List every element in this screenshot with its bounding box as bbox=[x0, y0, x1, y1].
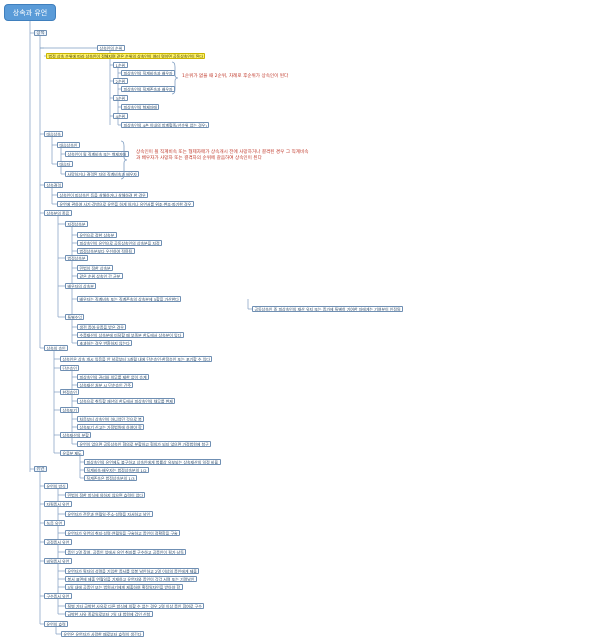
node-acceptance-f[interactable]: 유류분 제도 bbox=[60, 450, 85, 456]
node-share-spouse-b[interactable]: 공동상속인 중 피상속인의 재산 유지 또는 증가에 특별히 기여한 자에게는 … bbox=[252, 306, 404, 312]
node-will-notary[interactable]: 공정증서 유언 bbox=[44, 539, 72, 545]
node-acceptance-e1[interactable]: 유언이 없으면 공동상속인 협의로 분할하고 협의가 되지 않으면 가정법원에 … bbox=[77, 441, 212, 447]
node-will-form[interactable]: 유언의 방식 bbox=[44, 483, 69, 489]
node-share-designated-a[interactable]: 유언으로 정한 상속분 bbox=[77, 232, 117, 238]
node-acceptance-d2[interactable]: 상속포기 신고는 가정법원에 하여야 함 bbox=[77, 424, 145, 430]
node-inheritors[interactable]: 상속인의 순위 bbox=[97, 45, 125, 51]
node-share-spouse-a[interactable]: 배우자는 직계비속 또는 직계존속의 상속분에 5할을 가산한다 bbox=[77, 296, 182, 302]
node-share-spouse[interactable]: 배우자의 상속분 bbox=[65, 283, 97, 289]
rep-note: 상속인이 될 직계비속 또는 형제자매가 상속개시 전에 사망하거나 결격된 경… bbox=[136, 150, 309, 161]
node-share-designated[interactable]: 지정상속분 bbox=[65, 221, 88, 227]
node-acceptance-b2[interactable]: 상속재산 처분 시 단순승인 간주 bbox=[77, 382, 134, 388]
node-will-secret-c[interactable]: 5일 내에 공증인 또는 법원서기에게 제출하여 확정일자인을 받아야 함 bbox=[65, 584, 183, 590]
node-will-oral-b[interactable]: 급박한 사유 종료일로부터 7일 내 법원에 검인 신청 bbox=[65, 611, 153, 617]
node-share-designated-b[interactable]: 피상속인이 유언으로 공동상속인의 상속분을 지정 bbox=[77, 240, 163, 246]
node-acceptance-b[interactable]: 단순승인 bbox=[60, 365, 80, 371]
node-acceptance-e[interactable]: 상속재산의 분할 bbox=[60, 432, 92, 438]
node-will-recording[interactable]: 녹음 유언 bbox=[44, 520, 65, 526]
node-share-special-a[interactable]: 생전 증여·유증을 받은 경우 bbox=[77, 324, 127, 330]
node-rank4[interactable]: 4순위 bbox=[113, 113, 128, 119]
node-acceptance-b1[interactable]: 피상속인의 권리와 의무를 제한 없이 승계 bbox=[77, 374, 150, 380]
root-topic[interactable]: 상속과 유언 bbox=[4, 4, 56, 21]
node-will-oral-a[interactable]: 질병 기타 급박한 사유로 다른 방식에 의할 수 없는 경우 2명 이상 증인… bbox=[65, 603, 205, 609]
node-share-special[interactable]: 특별수익 bbox=[65, 314, 85, 320]
node-acceptance-f3[interactable]: 직계존속은 법정상속분의 1/3 bbox=[84, 475, 138, 481]
node-disqualification-b[interactable]: 유언에 관하여 사기·강박으로 유언을 하게 하거나 유언서를 위조·변조·파기… bbox=[57, 201, 194, 207]
node-share-special-c[interactable]: 초과하는 경우 반환하지 않는다 bbox=[77, 340, 133, 346]
node-will-form-a[interactable]: 민법이 정한 방식에 의하지 않으면 효력이 없다 bbox=[65, 492, 146, 498]
node-representation-b-desc[interactable]: 사망하거나 결격된 자의 직계비속과 배우자 bbox=[65, 171, 140, 177]
node-rank1-desc[interactable]: 피상속인의 직계비속과 배우자 bbox=[121, 70, 176, 76]
node-rank2-desc[interactable]: 피상속인의 직계존속과 배우자 bbox=[121, 86, 176, 92]
node-will-secret-b[interactable]: 봉서 표면에 제출 연월일을 기재하고 유언자와 증인이 각각 서명 또는 기명… bbox=[65, 576, 197, 582]
section-inheritance[interactable]: 상속 bbox=[34, 30, 47, 36]
rank-brace bbox=[171, 61, 179, 95]
node-will-secret-a[interactable]: 유언자가 필자의 성명을 기입한 증서를 엄봉 날인하고 2명 이상의 증인에게… bbox=[65, 568, 200, 574]
node-representation-b[interactable]: 대습자 bbox=[57, 161, 73, 167]
node-representation-a[interactable]: 대습상속인 bbox=[57, 142, 80, 148]
node-acceptance-d[interactable]: 상속포기 bbox=[60, 407, 80, 413]
node-acceptance-f2[interactable]: 직계비속·배우자는 법정상속분의 1/2 bbox=[84, 467, 150, 473]
node-share-legal-b[interactable]: 같은 순위 상속인 간 균분 bbox=[77, 273, 123, 279]
node-share-special-b[interactable]: 수증재산이 상속분에 미달할 때 부족분 한도에서 상속분이 있다 bbox=[77, 332, 184, 338]
node-representation-a-desc[interactable]: 상속인이 될 직계비속 또는 형제자매 bbox=[65, 151, 129, 157]
node-will-notary-a[interactable]: 증인 2명 참여, 공증인 앞에서 유언 취지를 구수하고 공증인이 필기·낭독 bbox=[65, 549, 187, 555]
node-rank1[interactable]: 1순위 bbox=[113, 62, 128, 68]
node-will-recording-a[interactable]: 유언자가 유언의 취지·성명·연월일을 구술하고 증인이 정확함을 구술 bbox=[65, 530, 181, 536]
node-disqualification[interactable]: 상속결격 bbox=[44, 182, 64, 188]
node-will-secret[interactable]: 비밀증서 유언 bbox=[44, 558, 72, 564]
node-rank4-desc[interactable]: 피상속인의 4촌 이내의 방계혈족(선순위 없는 경우) bbox=[121, 122, 210, 128]
node-share-legal-a[interactable]: 민법이 정한 상속분 bbox=[77, 265, 114, 271]
node-shares[interactable]: 상속분의 종류 bbox=[44, 210, 72, 216]
node-rank3[interactable]: 3순위 bbox=[113, 95, 128, 101]
node-acceptance-f1[interactable]: 피상속인의 유언에도 불구하고 상속인에게 법률상 유보되는 상속재산의 일정 … bbox=[84, 459, 221, 465]
node-acceptance-d1[interactable]: 처음부터 상속인이 아니었던 것으로 봄 bbox=[77, 416, 145, 422]
node-will-autograph[interactable]: 자필증서 유언 bbox=[44, 501, 72, 507]
node-acceptance-c1[interactable]: 상속으로 취득할 재산의 한도에서 피상속인의 채무를 변제 bbox=[77, 398, 176, 404]
node-will-autograph-a[interactable]: 유언자가 전문과 연월일·주소·성명을 자서하고 날인 bbox=[65, 511, 153, 517]
node-acceptance-a[interactable]: 상속인은 상속 개시 있음을 안 날로부터 3개월 내에 단순승인·한정승인 또… bbox=[60, 356, 213, 362]
node-rank2[interactable]: 2순위 bbox=[113, 78, 128, 84]
node-yellow-note[interactable]: 법정 상속 순위에 따라 상속인이 정해지며 같은 순위의 상속인이 여러 명이… bbox=[46, 53, 206, 59]
node-rank3-desc[interactable]: 피상속인의 형제자매 bbox=[121, 104, 160, 110]
node-acceptance[interactable]: 상속의 승인 bbox=[44, 345, 69, 351]
node-share-designated-c[interactable]: 법정상속분보다 우선하여 적용됨 bbox=[77, 248, 135, 254]
node-disqualification-a[interactable]: 상속인이 피상속인 등을 살해하거나 살해하려 한 경우 bbox=[57, 192, 149, 198]
node-will-effect[interactable]: 유언의 효력 bbox=[44, 621, 69, 627]
rep-brace bbox=[120, 140, 128, 180]
node-will-effect-a[interactable]: 유언은 유언자가 사망한 때로부터 효력이 생긴다 bbox=[61, 631, 144, 637]
node-share-legal[interactable]: 법정상속분 bbox=[65, 255, 88, 261]
section-will[interactable]: 유언 bbox=[34, 466, 47, 472]
node-acceptance-c[interactable]: 한정승인 bbox=[60, 389, 80, 395]
node-will-oral[interactable]: 구수증서 유언 bbox=[44, 593, 72, 599]
node-representation[interactable]: 대습상속 bbox=[44, 131, 64, 137]
rank-note: 1순위가 없을 때 2순위, 차례로 후순위가 상속인이 된다 bbox=[182, 74, 289, 79]
